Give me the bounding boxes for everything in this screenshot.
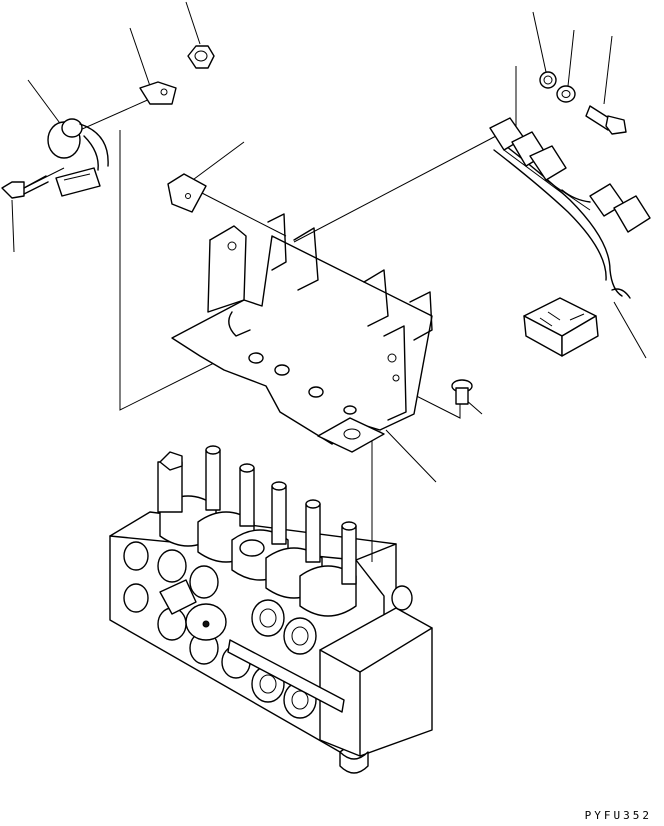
screw [452,380,472,404]
spring-washer [540,72,556,88]
small-bracket [168,174,206,212]
mounting-bracket [172,214,432,452]
bracket-bolt [586,106,626,134]
wiring-harness [490,118,650,298]
clip [140,82,176,104]
leader-lines [12,2,646,482]
nut [188,46,214,68]
connector [524,298,598,356]
bolt [2,176,48,198]
washer [557,86,575,102]
buzzer [48,119,108,196]
control-valve [110,446,432,773]
assembly-lines [20,66,516,562]
drawing-code: PYFU352 [584,809,652,822]
